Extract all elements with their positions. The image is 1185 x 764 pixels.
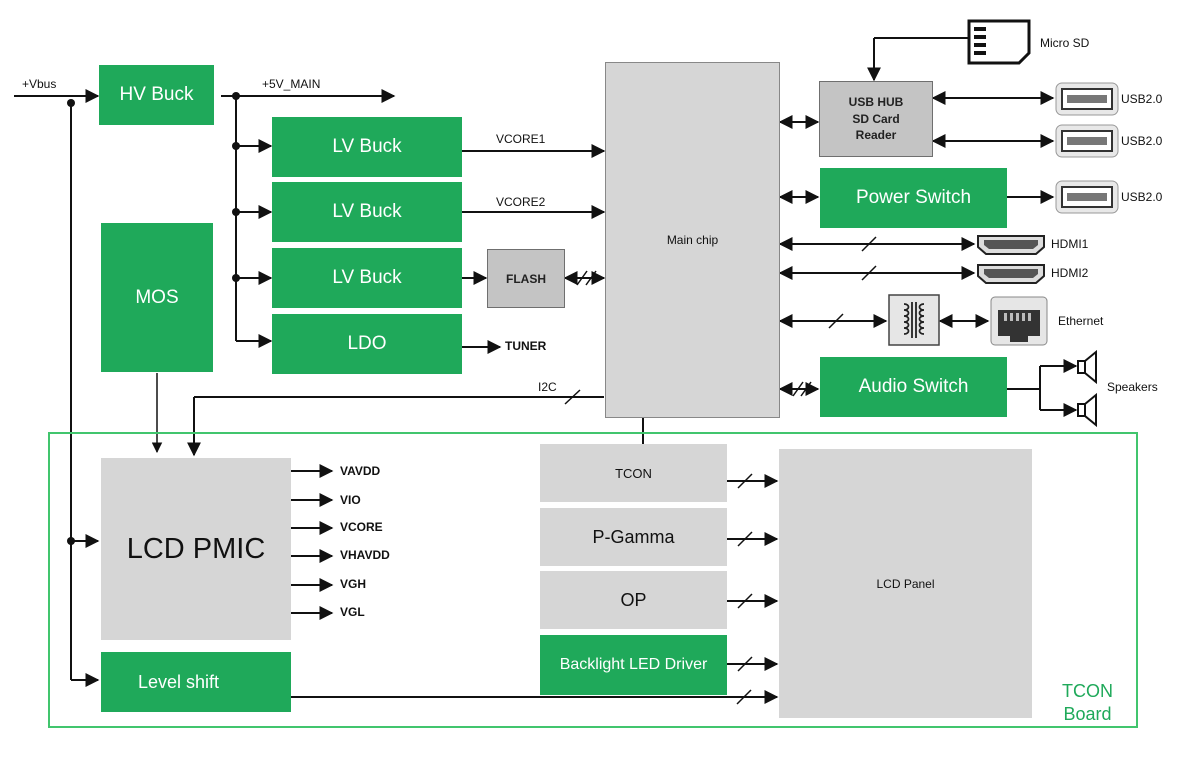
hdmi2-label: HDMI2 — [1051, 266, 1089, 280]
main-5v-label: +5V_MAIN — [262, 77, 321, 91]
micro-sd-label: Micro SD — [1040, 36, 1090, 50]
lcd-pmic-block: LCD PMIC — [101, 458, 291, 640]
vbus-label: +Vbus — [22, 77, 57, 91]
vgh-label: VGH — [340, 577, 367, 591]
vcore-label: VCORE — [340, 520, 383, 534]
ldo-block: LDO — [272, 314, 462, 374]
speaker-icon-2 — [1077, 393, 1097, 427]
ethernet-label: Ethernet — [1058, 314, 1104, 328]
op-block: OP — [540, 571, 727, 629]
i2c-label: I2C — [538, 380, 557, 394]
lcd-panel-block: LCD Panel — [779, 449, 1032, 718]
power-switch-block: Power Switch — [820, 168, 1007, 228]
lv-buck-block-1: LV Buck — [272, 117, 462, 177]
p-gamma-block: P-Gamma — [540, 508, 727, 566]
usb-label-1: USB2.0 — [1121, 92, 1163, 106]
hdmi1-label: HDMI1 — [1051, 237, 1089, 251]
main-chip-block: Main chip — [605, 62, 780, 418]
hv-buck-block: HV Buck — [99, 65, 214, 125]
usb-hub-line-2: SD Card — [852, 111, 900, 126]
hdmi-port-icon-2 — [977, 264, 1045, 284]
speakers-label: Speakers — [1107, 380, 1158, 394]
speaker-icon-1 — [1077, 350, 1097, 384]
usb-port-icon-3 — [1055, 180, 1119, 214]
tuner-label: TUNER — [505, 339, 547, 353]
level-shift-block: Level shift — [101, 652, 291, 712]
ethernet-port-icon — [990, 296, 1048, 346]
usb-hub-line-1: USB HUB — [848, 94, 904, 109]
audio-switch-block: Audio Switch — [820, 357, 1007, 417]
transformer-icon — [888, 294, 940, 346]
vhavdd-label: VHAVDD — [340, 548, 390, 562]
lv-buck-block-3: LV Buck — [272, 248, 462, 308]
usb-label-3: USB2.0 — [1121, 190, 1163, 204]
vcore2-label: VCORE2 — [496, 195, 546, 209]
sd-card-icon — [967, 19, 1031, 65]
hdmi-port-icon-1 — [977, 235, 1045, 255]
usb-hub-block: USB HUB SD Card Reader — [819, 81, 933, 157]
backlight-led-driver-block: Backlight LED Driver — [540, 635, 727, 695]
tcon-board-frame — [48, 432, 1138, 728]
usb-hub-line-3: Reader — [855, 128, 897, 143]
vgl-label: VGL — [340, 605, 365, 619]
tcon-board-label: TCON Board — [1062, 681, 1113, 724]
flash-block: FLASH — [487, 249, 565, 308]
vio-label: VIO — [340, 493, 361, 507]
usb-port-icon-2 — [1055, 124, 1119, 158]
tcon-block: TCON — [540, 444, 727, 502]
mos-block: MOS — [101, 223, 213, 372]
usb-port-icon-1 — [1055, 82, 1119, 116]
vavdd-label: VAVDD — [340, 464, 381, 478]
vcore1-label: VCORE1 — [496, 132, 546, 146]
lv-buck-block-2: LV Buck — [272, 182, 462, 242]
usb-label-2: USB2.0 — [1121, 134, 1163, 148]
